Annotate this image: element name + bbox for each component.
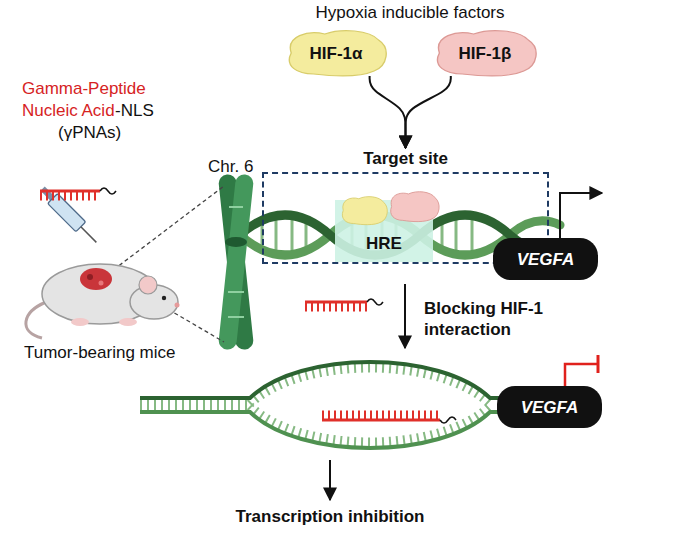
node-text: VEGFA <box>521 397 579 418</box>
centromere <box>225 237 247 247</box>
merge-arrow <box>406 76 451 148</box>
annotation-label: Blocking HIF-1 interaction <box>424 298 574 340</box>
hif-beta-bound <box>391 192 439 222</box>
base-pair <box>441 222 444 248</box>
blob-shape <box>289 31 386 76</box>
pna-backbone <box>322 419 440 422</box>
mouse-nose <box>175 303 180 308</box>
chromatid <box>218 174 254 351</box>
nls-tail <box>440 417 456 423</box>
annotation-label: Gamma-Peptide <box>22 78 146 99</box>
chromatid <box>218 174 254 351</box>
repression-bar <box>597 355 600 373</box>
mouse-ear <box>139 276 157 294</box>
node-text: HRE <box>366 233 402 254</box>
base-pair <box>291 218 294 252</box>
pna-bases <box>40 192 100 201</box>
dna-strand <box>140 362 505 398</box>
protein-blob: HIF-1β <box>428 28 542 78</box>
nls-tail <box>367 299 383 305</box>
chromosome-band <box>229 206 243 208</box>
annotation-label: Tumor-bearing mice <box>24 342 175 363</box>
tumor-spot <box>99 281 104 286</box>
mouse-eye <box>162 296 166 300</box>
blob-shape <box>437 31 536 76</box>
gene-box: VEGFA <box>497 386 602 428</box>
protein-blob <box>342 197 387 225</box>
pna-bases <box>305 303 367 312</box>
pna-bases <box>322 411 440 420</box>
transcription-arrow <box>560 193 602 238</box>
annotation-label: Hypoxia inducible factors <box>316 2 505 23</box>
tumor-spot <box>87 274 93 280</box>
base-pair <box>275 218 278 252</box>
base-pairs <box>250 368 490 404</box>
base-pair <box>455 218 458 252</box>
box-heading: Target site <box>262 148 549 169</box>
pna-strand <box>40 188 116 196</box>
pna-strand <box>305 299 383 307</box>
base-pair <box>305 222 308 248</box>
dna-strand <box>140 412 505 448</box>
dna-bubble <box>140 362 505 448</box>
pna-backbone <box>40 190 100 193</box>
chromosome-band <box>228 316 244 318</box>
annotation-label: Chr. 6 <box>208 156 253 177</box>
chromosome-band <box>228 291 244 293</box>
node-text: VEGFA <box>517 249 575 270</box>
node-text: HIF-1α <box>310 43 363 64</box>
annotation-label: -NLS <box>115 100 154 121</box>
pna-backbone <box>305 301 367 304</box>
tumor <box>80 268 112 290</box>
leader-line <box>108 186 224 274</box>
annotation-label: Transcription inhibition <box>236 506 425 527</box>
mouse-illustration <box>26 264 180 338</box>
chromosome <box>218 174 254 351</box>
mouse-tail <box>26 302 46 338</box>
node-text: HIF-1β <box>459 43 512 64</box>
protein-blob: HIF-1α <box>280 28 392 78</box>
mouse-foot <box>119 318 137 326</box>
process-arrow <box>329 460 331 500</box>
base-pairs <box>250 406 490 442</box>
base-pairs <box>140 399 250 411</box>
hif-alpha-bound <box>342 197 387 225</box>
mouse-foot <box>71 318 89 326</box>
nls-tail <box>100 188 116 194</box>
process-arrow <box>404 284 406 348</box>
gene-box: VEGFA <box>493 238 598 280</box>
annotation-label: Nucleic Acid <box>22 100 115 121</box>
merge-arrow <box>370 76 406 148</box>
annotation-label: (γPNAs) <box>58 122 121 143</box>
protein-blob <box>391 192 439 222</box>
syringe <box>38 184 102 248</box>
base-pair <box>471 218 474 252</box>
repression-arrow <box>565 364 598 386</box>
syringe-needle <box>81 227 97 243</box>
